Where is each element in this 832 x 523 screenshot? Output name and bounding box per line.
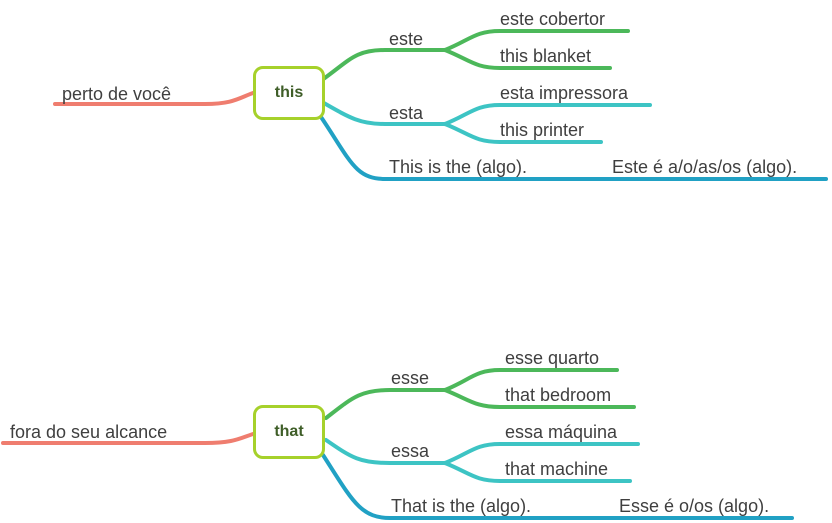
connector-that-bedroom [443, 388, 636, 409]
connector-este-cobertor [443, 29, 630, 52]
connector-that-machine [443, 461, 632, 483]
topic-fora-do-seu-alcance[interactable]: fora do seu alcance [10, 422, 168, 442]
topic-phrase-that[interactable]: That is the (algo). [391, 496, 532, 516]
topic-esse[interactable]: esse [391, 368, 430, 388]
topic-esta[interactable]: esta [389, 103, 424, 123]
central-topic-this[interactable]: this [253, 66, 325, 120]
connector-essa [324, 438, 447, 465]
connector-esta-impressora [443, 103, 652, 126]
connector-this-blanket [443, 48, 612, 70]
topic-esse-quarto[interactable]: esse quarto [505, 348, 600, 368]
connector-left-2 [1, 431, 258, 445]
topic-essa-maquina[interactable]: essa máquina [505, 422, 618, 442]
topic-perto-de-voce[interactable]: perto de você [62, 84, 172, 104]
connector-essa-maquina [443, 442, 640, 465]
topic-translation-that[interactable]: Esse é o/os (algo). [619, 496, 770, 516]
connector-este [320, 48, 447, 82]
topic-este[interactable]: este [389, 29, 424, 49]
topic-that-machine[interactable]: that machine [505, 459, 609, 479]
connector-this-printer [443, 122, 603, 144]
topic-this-printer[interactable]: this printer [500, 120, 585, 140]
topic-essa[interactable]: essa [391, 441, 430, 461]
topic-this-blanket[interactable]: this blanket [500, 46, 592, 66]
central-topic-that[interactable]: that [253, 405, 325, 459]
topic-esta-impressora[interactable]: esta impressora [500, 83, 629, 103]
connector-left-1 [53, 90, 258, 106]
connector-phrase-1 [319, 115, 552, 181]
topic-phrase-this[interactable]: This is the (algo). [389, 157, 528, 177]
topic-translation-this[interactable]: Este é a/o/as/os (algo). [612, 157, 798, 177]
topic-that-bedroom[interactable]: that bedroom [505, 385, 612, 405]
topic-este-cobertor[interactable]: este cobertor [500, 9, 606, 29]
connector-esse [324, 388, 447, 420]
connector-esse-quarto [443, 368, 619, 392]
connector-esta [320, 100, 447, 126]
connector-phrase-2 [321, 453, 552, 520]
